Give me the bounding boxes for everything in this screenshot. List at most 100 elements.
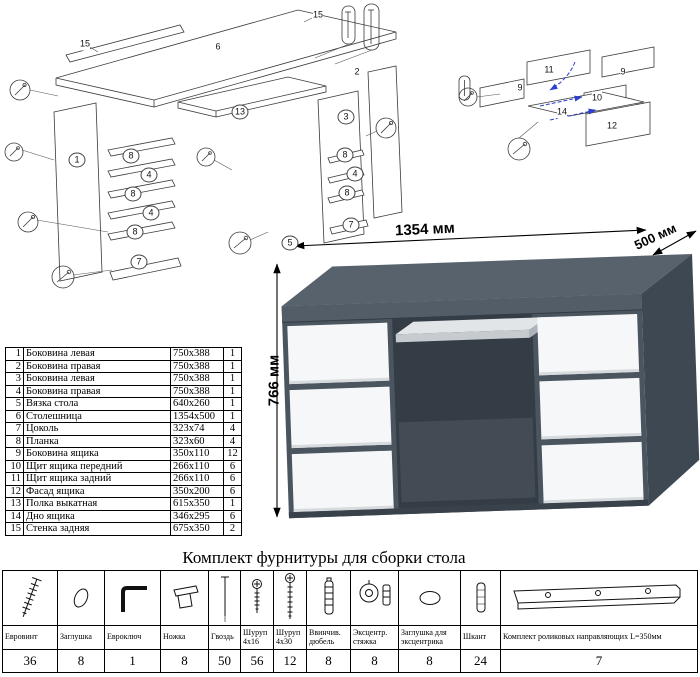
hardware-item: Шуруп 4x30 12	[274, 571, 307, 672]
nail-icon	[209, 571, 240, 626]
part-size: 346x295	[170, 509, 224, 523]
part-num: 1	[5, 347, 24, 361]
hardware-item-name: Шуруп 4x16	[241, 626, 273, 650]
hardware-item-qty: 8	[371, 653, 378, 668]
part-num: 3	[5, 372, 24, 386]
cam-lock-icon	[351, 571, 398, 626]
part-num: 10	[5, 459, 24, 473]
part-num: 9	[5, 447, 24, 461]
part-size: 266x110	[170, 459, 224, 473]
part-size: 323x74	[170, 422, 224, 436]
part-qty: 1	[223, 397, 242, 411]
dimension-arrows	[273, 226, 697, 518]
part-size: 750x388	[170, 372, 224, 386]
hardware-item-qty: 1	[129, 653, 136, 668]
part-size: 323x60	[170, 434, 224, 448]
hardware-item: Комплект роликовых направляющих L=350мм 7	[501, 571, 697, 672]
part-qty: 1	[223, 359, 242, 373]
part-num: 12	[5, 484, 24, 498]
part-size: 350x110	[170, 447, 224, 461]
hardware-item-name: Ножка	[161, 626, 208, 650]
desk-render	[281, 253, 700, 519]
hardware-item-qty: 7	[595, 653, 603, 668]
drawer-slide-icon	[501, 571, 697, 626]
width-dimension-arrow	[294, 226, 647, 250]
drawer-assembly-diagram	[458, 46, 655, 161]
threaded-dowel-icon	[307, 571, 350, 626]
part-size: 750x388	[170, 347, 224, 361]
hardware-item-name: Гвоздь	[209, 626, 240, 650]
part-num: 11	[5, 472, 24, 486]
part-qty: 6	[223, 472, 242, 486]
part-num: 7	[5, 422, 24, 436]
foot-icon	[161, 571, 208, 626]
hardware-item-qty: 56	[250, 653, 264, 668]
part-qty: 1	[223, 372, 242, 386]
height-dimension-label: 766 мм	[265, 354, 283, 407]
part-qty: 1	[223, 497, 242, 511]
part-size: 750x388	[170, 384, 224, 398]
hardware-item-name: Евроключ	[105, 626, 160, 650]
part-name: Цоколь	[23, 422, 171, 436]
part-num: 14	[5, 509, 24, 523]
part-name: Полка выкатная	[23, 497, 171, 511]
part-size: 615x350	[170, 497, 224, 511]
part-size: 675x350	[170, 522, 224, 536]
right-drawer-fronts	[537, 313, 644, 504]
part-name: Фасад ящика	[23, 484, 171, 498]
cap-icon	[58, 571, 104, 626]
part-num: 8	[5, 434, 24, 448]
hardware-item: Шуруп 4x16 56	[241, 571, 274, 672]
hex-key-icon	[105, 571, 160, 626]
part-qty: 1	[223, 384, 242, 398]
hardware-detail-callouts	[4, 79, 397, 289]
screw-long-icon	[274, 571, 306, 626]
part-qty: 6	[223, 459, 242, 473]
part-size: 350x200	[170, 484, 224, 498]
part-num: 13	[5, 497, 24, 511]
part-qty: 6	[223, 509, 242, 523]
hardware-item-qty: 12	[283, 653, 297, 668]
part-size: 640x260	[170, 397, 224, 411]
hardware-item-qty: 8	[77, 653, 85, 668]
hardware-item-qty: 8	[181, 653, 188, 668]
hardware-item-name: Шуруп 4x30	[274, 626, 306, 650]
hardware-item-qty: 8	[325, 653, 332, 668]
part-name: Дно ящика	[23, 509, 171, 523]
hardware-item-name: Заглушка для эксцентрика	[399, 626, 460, 650]
part-qty: 4	[223, 422, 242, 436]
part-qty: 12	[223, 447, 242, 461]
hardware-item-name: Комплект роликовых направляющих L=350мм	[501, 626, 697, 650]
part-name: Боковина левая	[23, 372, 171, 386]
part-num: 6	[5, 409, 24, 423]
part-name: Боковина правая	[23, 359, 171, 373]
part-name: Боковина левая	[23, 347, 171, 361]
screw-short-icon	[241, 571, 273, 626]
part-size: 266x110	[170, 472, 224, 486]
part-size: 750x388	[170, 359, 224, 373]
part-name: Планка	[23, 434, 171, 448]
hardware-item-qty: 24	[474, 653, 487, 668]
hardware-kit-title: Комплект фурнитуры для сборки стола	[182, 548, 466, 567]
part-size: 1354x500	[170, 409, 224, 423]
part-qty: 1	[223, 409, 242, 423]
hardware-item-qty: 8	[426, 653, 433, 668]
part-qty: 2	[223, 522, 242, 536]
